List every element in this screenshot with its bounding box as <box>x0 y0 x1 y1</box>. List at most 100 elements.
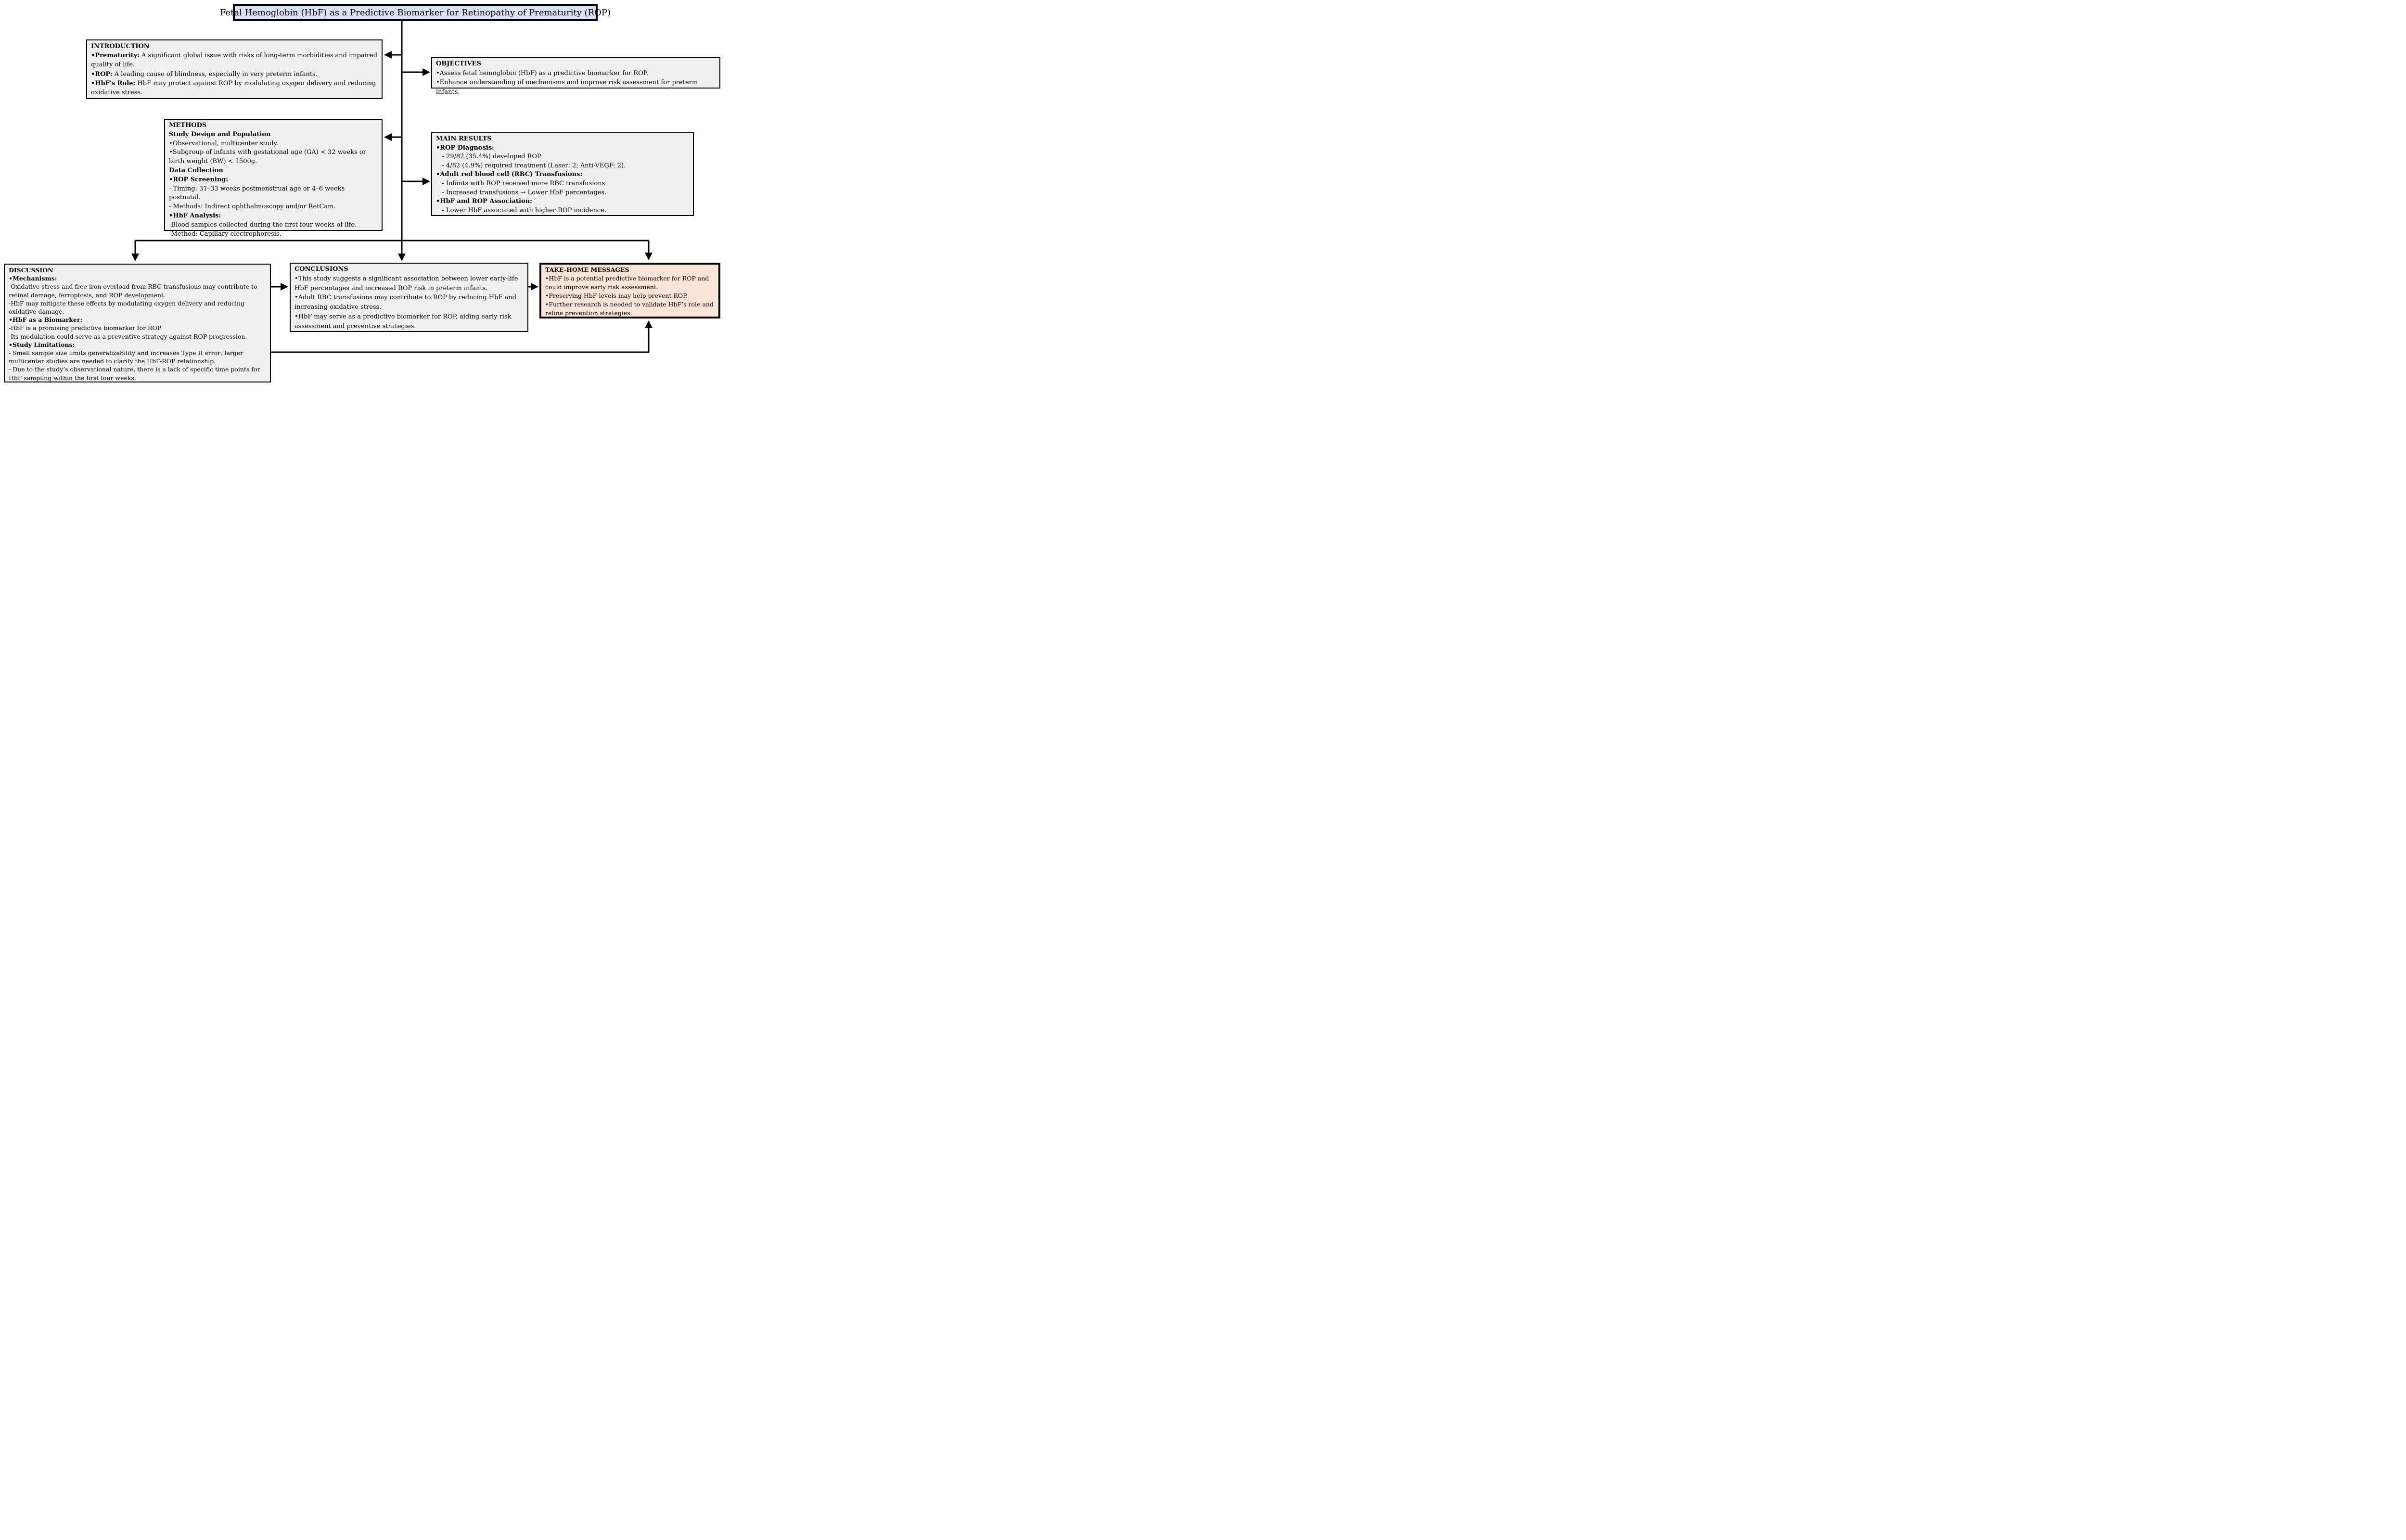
text-line: •HbF Analysis: <box>169 212 378 221</box>
text-line: •ROP Screening: <box>169 176 378 185</box>
box-objectives: OBJECTIVES •Assess fetal hemoglobin (HbF… <box>431 57 720 96</box>
conclusions-heading: CONCLUSIONS <box>294 266 348 273</box>
text-line-normal: -Oxidative stress and free iron overload… <box>9 283 259 299</box>
discussion-body: •Mechanisms:-Oxidative stress and free i… <box>9 274 266 382</box>
text-line-normal: •Subgroup of infants with gestational ag… <box>169 149 369 165</box>
text-line-normal: •Enhance understanding of mechanisms and… <box>436 79 700 96</box>
text-line: •Adult red blood cell (RBC) Transfusions… <box>436 170 689 179</box>
text-line: •Subgroup of infants with gestational ag… <box>169 148 378 166</box>
text-line: -Oxidative stress and free iron overload… <box>9 282 266 299</box>
discussion-heading: DISCUSSION <box>9 267 53 274</box>
flowchart-canvas: Fetal Hemoglobin (HbF) as a Predictive B… <box>0 0 725 385</box>
take-home-body: •HbF is a potential predictive biomarker… <box>545 274 715 318</box>
text-line: •Assess fetal hemoglobin (HbF) as a pred… <box>436 69 716 78</box>
text-line: - Infants with ROP received more RBC tra… <box>436 179 689 189</box>
text-line: •HbF may serve as a predictive biomarker… <box>294 312 524 331</box>
text-line-bold: •HbF Analysis: <box>169 212 221 219</box>
arrow-right-conclusions-icon <box>281 283 288 291</box>
text-line-normal: - Due to the study’s observational natur… <box>9 366 262 382</box>
text-line-bold: •HbF as a Biomarker: <box>9 316 83 324</box>
text-line-bold: •Study Limitations: <box>9 341 75 348</box>
text-line: - 4/82 (4.9%) required treatment (Laser:… <box>436 162 689 171</box>
arrow-down-conclusions-icon <box>398 254 406 261</box>
text-line-normal: A leading cause of blindness, especially… <box>112 70 318 78</box>
text-line: •Study Limitations: <box>9 341 266 349</box>
text-line: •Further research is needed to validate … <box>545 300 715 318</box>
text-line: •Prematurity: A significant global issue… <box>91 51 378 69</box>
text-line: •Enhance understanding of mechanisms and… <box>436 78 716 97</box>
conclusions-body: •This study suggests a significant assoc… <box>294 274 524 331</box>
title-box: Fetal Hemoglobin (HbF) as a Predictive B… <box>220 4 611 21</box>
introduction-body: •Prematurity: A significant global issue… <box>91 51 378 97</box>
text-line-normal: - Small sample size limits generalizabil… <box>9 349 245 365</box>
text-line: •HbF is a potential predictive biomarker… <box>545 274 715 292</box>
text-line: - Small sample size limits generalizabil… <box>9 349 266 365</box>
methods-body: Study Design and Population •Observationa… <box>169 130 378 239</box>
connector-distribution <box>131 240 653 261</box>
introduction-heading: INTRODUCTION <box>91 43 150 50</box>
text-line-bold: Study Design and Population <box>169 130 271 138</box>
text-line: - Increased transfusions → Lower HbF per… <box>436 189 689 198</box>
text-line: •Mechanisms: <box>9 274 266 282</box>
box-methods: METHODS Study Design and Population •Obse… <box>164 119 383 238</box>
text-line-normal: -HbF is a promising predictive biomarker… <box>9 324 162 332</box>
arrow-right-main-results-icon <box>422 178 430 185</box>
text-line-normal: A significant global issue with risks of… <box>91 52 380 69</box>
text-line-bold: •Adult red blood cell (RBC) Transfusions… <box>436 171 583 178</box>
text-line-normal: -Its modulation could serve as a prevent… <box>9 332 247 340</box>
text-line: •This study suggests a significant assoc… <box>294 274 524 293</box>
text-line-normal: •This study suggests a significant assoc… <box>294 275 520 292</box>
box-conclusions: CONCLUSIONS •This study suggests a signi… <box>290 263 528 332</box>
text-line-normal: •Observational, multicenter study. <box>169 140 279 147</box>
text-line: -HbF is a promising predictive biomarker… <box>9 324 266 332</box>
connector-methods <box>384 133 402 141</box>
text-line: Data Collection <box>169 166 378 176</box>
text-line-normal: - Infants with ROP received more RBC tra… <box>436 179 607 187</box>
text-line-normal: - 29/82 (35.4%) developed ROP. <box>436 153 542 161</box>
text-line-bold: •ROP Diagnosis: <box>436 144 494 152</box>
diagram-title: Fetal Hemoglobin (HbF) as a Predictive B… <box>219 7 611 18</box>
text-line-normal: - 4/82 (4.9%) required treatment (Laser:… <box>436 162 626 169</box>
text-line-normal: •Assess fetal hemoglobin (HbF) as a pred… <box>436 69 648 77</box>
arrow-left-methods-icon <box>384 133 392 141</box>
objectives-heading: OBJECTIVES <box>436 60 481 67</box>
arrow-up-takehome-icon <box>645 320 653 328</box>
text-line-normal: •HbF is a potential predictive biomarker… <box>545 275 711 291</box>
text-line: - 29/82 (35.4%) developed ROP. <box>436 153 689 162</box>
text-line-normal: - Methods: Indirect ophthalmoscopy and/o… <box>169 203 336 211</box>
text-line-bold: Data Collection <box>169 166 223 174</box>
text-line-normal: - Lower HbF associated with higher ROP i… <box>436 206 606 214</box>
box-main-results: MAIN RESULTS •ROP Diagnosis: - 29/82 (35… <box>431 132 694 216</box>
text-line-normal: •Preserving HbF levels may help prevent … <box>545 292 688 299</box>
text-line: •Observational, multicenter study. <box>169 140 378 149</box>
text-line: •HbF's Role: HbF may protect against ROP… <box>91 79 378 97</box>
arrow-right-objectives-icon <box>422 68 430 76</box>
text-line-normal: - Increased transfusions → Lower HbF per… <box>436 189 607 196</box>
connector-discussion-conclusions <box>271 283 288 291</box>
objectives-body: •Assess fetal hemoglobin (HbF) as a pred… <box>436 69 716 97</box>
main-results-body: •ROP Diagnosis: - 29/82 (35.4%) develope… <box>436 144 689 216</box>
text-line: •Preserving HbF levels may help prevent … <box>545 292 715 300</box>
methods-heading: METHODS <box>169 122 207 129</box>
text-line: -Method: Capillary electrophoresis. <box>169 230 378 239</box>
text-line-normal: -HbF may mitigate these effects by modul… <box>9 299 247 316</box>
text-line: •ROP: A leading cause of blindness, espe… <box>91 70 378 79</box>
arrow-down-discussion-icon <box>131 254 139 261</box>
text-line-normal: •Adult RBC transfusions may contribute t… <box>294 294 519 311</box>
arrow-left-introduction-icon <box>384 51 392 59</box>
box-discussion: DISCUSSION •Mechanisms:-Oxidative stress… <box>4 264 271 382</box>
connector-introduction <box>384 51 402 59</box>
arrow-right-takehome-icon <box>531 283 538 291</box>
connector-objectives <box>402 68 430 76</box>
text-line-normal: •Further research is needed to validate … <box>545 301 716 317</box>
text-line: -Its modulation could serve as a prevent… <box>9 332 266 341</box>
connector-main-results <box>402 178 430 185</box>
text-line: - Methods: Indirect ophthalmoscopy and/o… <box>169 203 378 212</box>
main-results-heading: MAIN RESULTS <box>436 135 492 142</box>
box-introduction: INTRODUCTION •Prematurity: A significant… <box>86 39 383 99</box>
text-line: - Due to the study’s observational natur… <box>9 365 266 382</box>
text-line: •ROP Diagnosis: <box>436 144 689 153</box>
text-line: - Lower HbF associated with higher ROP i… <box>436 206 689 216</box>
connector-conclusions-takehome <box>528 283 538 291</box>
text-line-bold: •ROP: <box>91 70 113 78</box>
